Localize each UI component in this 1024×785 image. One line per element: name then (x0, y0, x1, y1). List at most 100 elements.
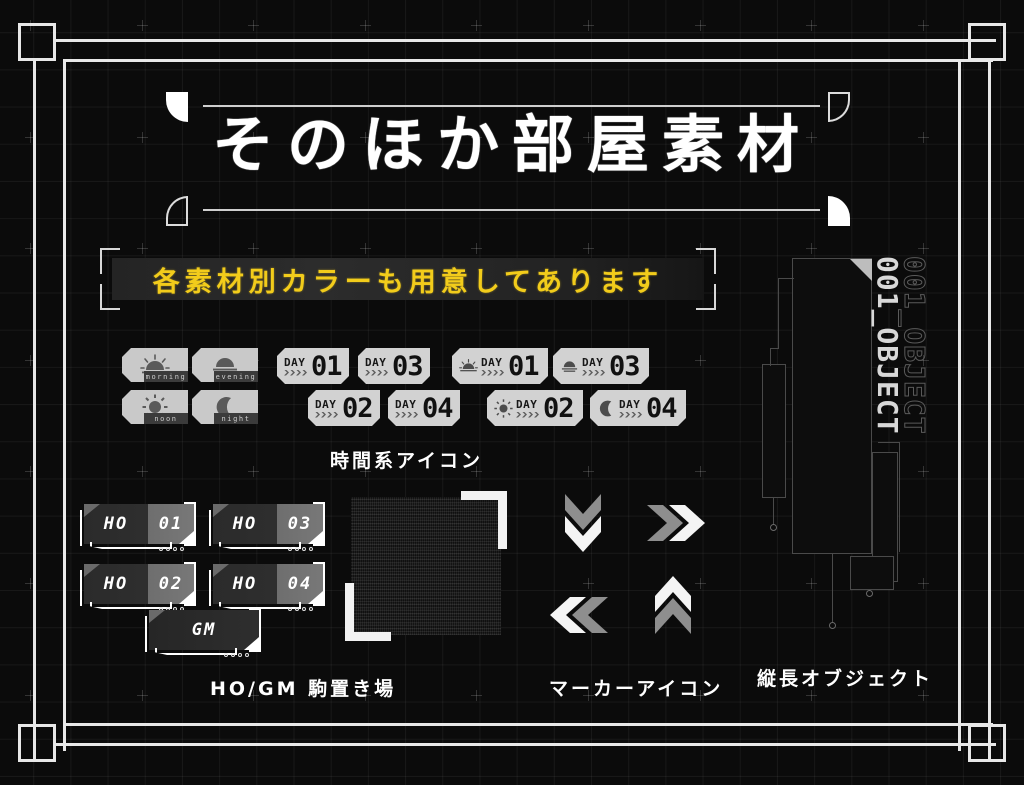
tile-bracket-bottom (345, 632, 391, 641)
banner-bracket-bottom-right (696, 284, 716, 310)
marker-arrow-left[interactable] (544, 592, 610, 642)
corner-square-top-right (968, 23, 1006, 61)
plate-dots (224, 653, 249, 657)
frame-line-top-inner (63, 59, 993, 62)
plate-frame-left (145, 616, 155, 652)
day-badge-word: DAY (619, 397, 641, 411)
day-badge-word: DAY (516, 397, 538, 411)
marker-arrow-up[interactable] (650, 570, 696, 640)
day-badge-sunrise-01[interactable]: DAY 01 (452, 348, 548, 384)
plate-background (213, 504, 323, 544)
plate-frame-left (80, 510, 90, 546)
day-badge-01[interactable]: DAY 01 (277, 348, 349, 384)
day-badge-sun-02[interactable]: DAY 02 (487, 390, 583, 426)
plate-background (84, 504, 194, 544)
plate-ho-01[interactable]: HO 01 (80, 502, 198, 554)
chevron-double-up-icon (650, 576, 696, 640)
vobject-connector-c (770, 348, 779, 349)
corner-square-bottom-left (18, 724, 56, 762)
day-badge-number: 02 (543, 392, 574, 424)
day-badge-04[interactable]: DAY 04 (388, 390, 460, 426)
time-chip-label: morning (145, 372, 187, 381)
moon-icon (213, 395, 237, 419)
day-badge-word: DAY (365, 355, 387, 369)
marker-arrow-down[interactable] (560, 492, 606, 562)
time-chip-night[interactable]: night (192, 390, 258, 424)
plate-text: HO 02 (84, 564, 194, 604)
plate-dots (288, 547, 313, 551)
vobject-label-solid: 001_OBJECT (871, 256, 904, 435)
plate-frame-right (184, 502, 196, 546)
frame-line-bottom-outer (56, 743, 996, 746)
time-chip-evening[interactable]: evening (192, 348, 258, 382)
marker-arrow-right[interactable] (645, 500, 711, 550)
day-badge-sunset-03[interactable]: DAY 03 (553, 348, 649, 384)
chevron-double-down-icon (560, 494, 606, 562)
time-chip-label: noon (144, 413, 188, 424)
noise-texture-tile[interactable] (345, 491, 507, 641)
plate-ho-03[interactable]: HO 03 (209, 502, 327, 554)
day-badge-word: DAY (284, 355, 306, 369)
plate-ho-04[interactable]: HO 04 (209, 562, 327, 614)
time-chip-noon[interactable]: noon (122, 390, 188, 424)
moon-icon (597, 399, 616, 418)
plate-text: HO 04 (213, 564, 323, 604)
plate-role: GM (191, 620, 217, 640)
plate-frame-right (313, 562, 325, 606)
plate-background (84, 564, 194, 604)
plate-role: HO (232, 574, 258, 594)
frame-line-bottom-inner (63, 723, 993, 726)
plate-gm[interactable]: GM (145, 608, 263, 660)
plate-dots (288, 607, 313, 611)
day-badge-number: 01 (311, 350, 342, 382)
tile-bracket-right (498, 491, 507, 549)
day-badge-number: 01 (508, 350, 539, 382)
vobject-node-c (866, 590, 873, 597)
frame-line-left-inner (63, 61, 66, 751)
plate-background (213, 564, 323, 604)
sun-icon (494, 399, 513, 418)
vobject-connector-f (878, 442, 900, 443)
plate-frame-right (184, 562, 196, 606)
vertical-object-asset[interactable]: 001_OBJECT 001_OBJECT (760, 240, 970, 670)
time-chip-label: night (214, 413, 258, 424)
chevron-row-icon (365, 370, 388, 376)
plate-frame-left (209, 510, 219, 546)
frame-line-right-inner (958, 61, 961, 751)
title-rule-bottom (203, 209, 820, 211)
plate-underline (90, 542, 172, 549)
caption-markers: マーカーアイコン (549, 678, 724, 700)
plate-ho-02[interactable]: HO 02 (80, 562, 198, 614)
quarter-circle-bottom-right (828, 196, 850, 226)
plate-underline (155, 648, 237, 655)
page-title: そのほか部屋素材 (211, 108, 812, 181)
chevron-row-icon (582, 370, 605, 376)
day-badge-03[interactable]: DAY 03 (358, 348, 430, 384)
chevron-double-left-icon (544, 597, 610, 642)
plate-number: 03 (287, 514, 313, 534)
subtitle-banner-text: 各素材別カラーも用意してあります (152, 266, 664, 298)
plate-underline (90, 602, 172, 609)
day-badge-moon-04[interactable]: DAY 04 (590, 390, 686, 426)
vobject-connector-h (832, 554, 833, 624)
noise-texture-fill (351, 497, 501, 635)
chevron-row-icon (619, 412, 642, 418)
caption-piece-slots: HO/GM 駒置き場 (210, 678, 397, 700)
plate-frame-right (313, 502, 325, 546)
time-chip-morning[interactable]: morning (122, 348, 188, 382)
chevron-row-icon (315, 412, 338, 418)
plate-role: HO (103, 574, 129, 594)
day-badge-word: DAY (582, 355, 604, 369)
title-rule-top (203, 105, 820, 107)
plate-number: 02 (158, 574, 184, 594)
vobject-side-panel (762, 364, 786, 498)
tile-bracket-top (461, 491, 507, 500)
day-badge-02[interactable]: DAY 02 (308, 390, 380, 426)
plate-role: HO (232, 514, 258, 534)
vobject-connector-b (778, 278, 794, 279)
plate-background (149, 610, 259, 650)
chevron-row-icon (284, 370, 307, 376)
chevron-double-right-icon (645, 505, 711, 550)
plate-dots (159, 547, 184, 551)
frame-line-top-outer (56, 39, 996, 42)
